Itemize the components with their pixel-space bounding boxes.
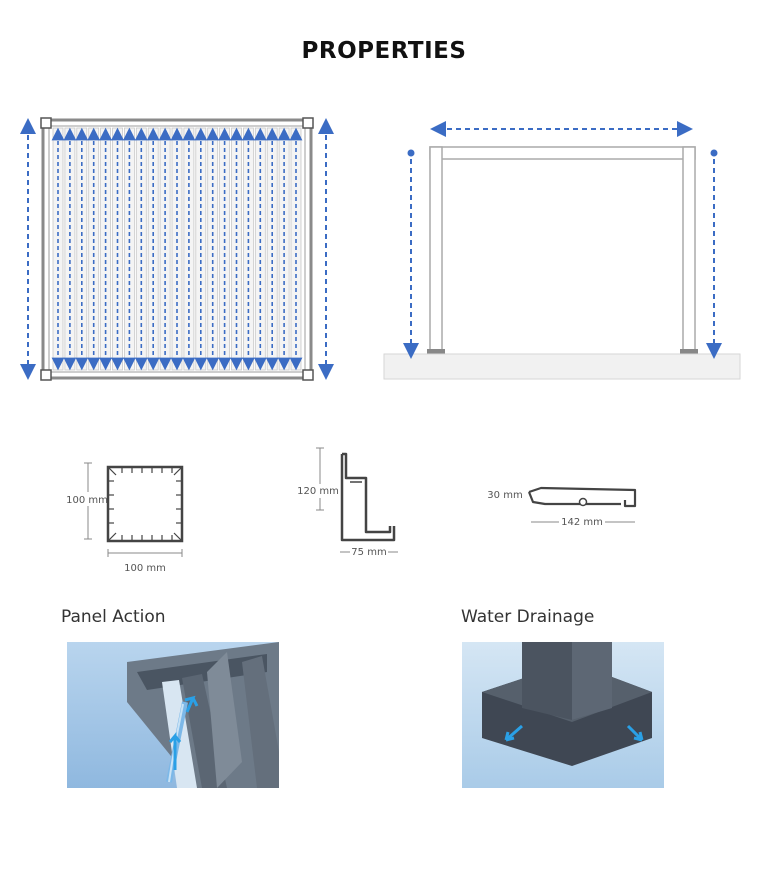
water-drainage-title: Water Drainage: [461, 607, 595, 627]
flow-arrow-icon: [626, 724, 644, 742]
plan-view-diagram: [20, 117, 334, 381]
louvre-width-label: 142 mm: [561, 517, 603, 528]
flow-arrow-icon: [168, 731, 182, 770]
corner-post-icon: [302, 117, 314, 129]
beam-outline: [340, 452, 396, 542]
louvre-profile-diagram: 30 mm 142 mm: [487, 486, 637, 528]
panel-action-image: [67, 642, 279, 788]
louvre-slats: [51, 127, 303, 371]
post-height-label: 100 mm: [66, 495, 108, 506]
ground: [383, 353, 741, 380]
post-outline: [106, 465, 184, 543]
water-drainage-image: [462, 642, 664, 788]
post-profile-diagram: 100 mm 100 mm: [61, 462, 184, 574]
flow-arrow-icon: [184, 695, 199, 713]
corner-post-icon: [302, 369, 314, 381]
post-foot: [427, 349, 445, 354]
right-post: [682, 146, 696, 353]
beam-width-label: 75 mm: [351, 547, 386, 558]
post-width-label: 100 mm: [124, 563, 166, 574]
panel-action-title: Panel Action: [61, 607, 166, 627]
roof-beam: [429, 146, 696, 160]
left-post: [429, 146, 443, 353]
elevation-diagram: [383, 121, 741, 380]
beam-profile-diagram: 120 mm 75 mm: [293, 447, 398, 558]
corner-post-icon: [40, 117, 52, 129]
post-foot: [680, 349, 698, 354]
beam-height-label: 120 mm: [297, 486, 339, 497]
flow-arrow-icon: [504, 724, 523, 742]
corner-post-icon: [40, 369, 52, 381]
page-title: PROPERTIES: [301, 38, 467, 64]
louvre-height-label: 30 mm: [487, 490, 522, 501]
